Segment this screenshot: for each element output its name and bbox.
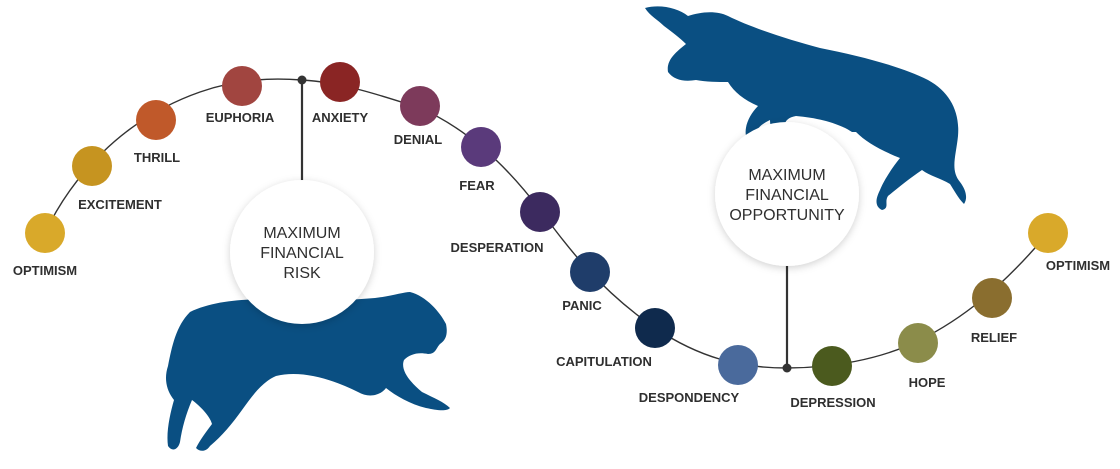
max-opportunity-line-2: FINANCIAL (745, 187, 829, 204)
stage-label-depression: DEPRESSION (790, 395, 875, 410)
stage-node-euphoria (222, 66, 262, 106)
stage-node-excitement (72, 146, 112, 186)
max-opportunity-line-1: MAXIMUM (748, 167, 825, 184)
max-opportunity-circle: MAXIMUM FINANCIAL OPPORTUNITY (715, 122, 859, 266)
stage-node-optimism-2 (1028, 213, 1068, 253)
stage-node-panic (570, 252, 610, 292)
risk-marker-dot (297, 75, 307, 85)
stage-node-despondency (718, 345, 758, 385)
stage-label-anxiety: ANXIETY (312, 110, 369, 125)
max-risk-circle: MAXIMUM FINANCIAL RISK (230, 180, 374, 324)
stage-nodes: OPTIMISM EXCITEMENT THRILL EUPHORIA ANXIETY D… (13, 62, 1110, 410)
max-risk-line-3: RISK (283, 265, 321, 282)
stage-label-optimism-2: OPTIMISM (1046, 258, 1110, 273)
bear-icon (166, 292, 450, 451)
stage-label-despondency: DESPONDENCY (639, 390, 740, 405)
stage-label-relief: RELIEF (971, 330, 1017, 345)
stage-node-optimism (25, 213, 65, 253)
opportunity-marker-dot (782, 363, 792, 373)
stage-node-desperation (520, 192, 560, 232)
stage-node-fear (461, 127, 501, 167)
stage-label-excitement: EXCITEMENT (78, 197, 162, 212)
stage-node-depression (812, 346, 852, 386)
stage-label-desperation: DESPERATION (451, 240, 544, 255)
stage-label-optimism: OPTIMISM (13, 263, 77, 278)
bull-icon (645, 6, 967, 210)
stage-label-denial: DENIAL (394, 132, 442, 147)
max-opportunity-line-3: OPPORTUNITY (729, 207, 845, 224)
stage-node-denial (400, 86, 440, 126)
stage-label-capitulation: CAPITULATION (556, 354, 652, 369)
stage-node-thrill (136, 100, 176, 140)
stage-label-thrill: THRILL (134, 150, 180, 165)
stage-label-panic: PANIC (562, 298, 602, 313)
stage-label-fear: FEAR (459, 178, 495, 193)
stage-label-euphoria: EUPHORIA (206, 110, 275, 125)
stage-node-capitulation (635, 308, 675, 348)
stage-node-anxiety (320, 62, 360, 102)
max-risk-line-2: FINANCIAL (260, 245, 344, 262)
stage-node-relief (972, 278, 1012, 318)
max-risk-line-1: MAXIMUM (263, 225, 340, 242)
stage-label-hope: HOPE (909, 375, 946, 390)
stage-node-hope (898, 323, 938, 363)
